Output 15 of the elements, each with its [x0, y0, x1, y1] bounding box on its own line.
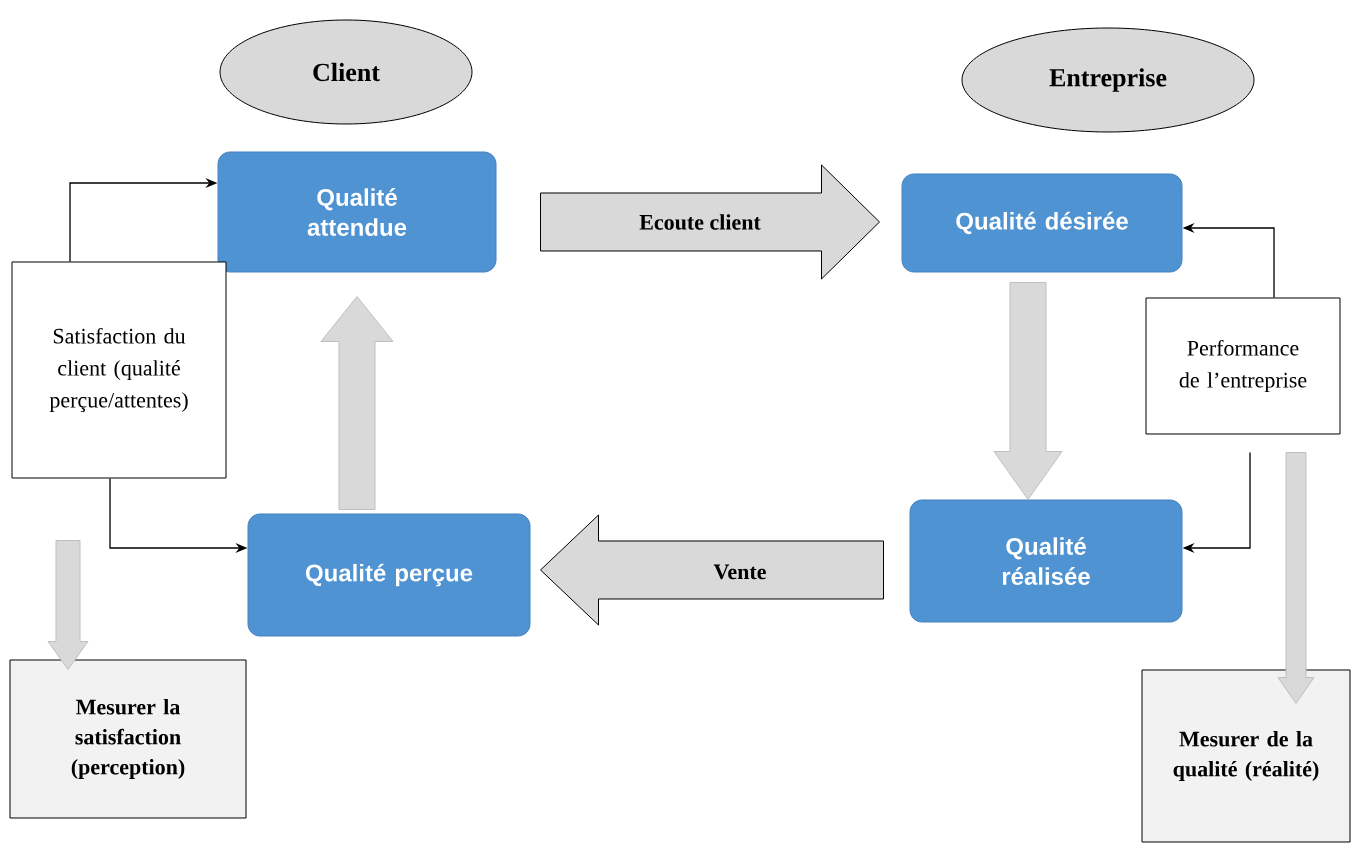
quality-box: Qualité réalisée: [909, 499, 1183, 623]
block-arrow: [540, 514, 884, 626]
block-arrow: [540, 164, 880, 280]
block-arrow: [993, 282, 1063, 500]
edge-label: Ecoute client: [638, 213, 762, 231]
measure-box: Mesurer la satisfaction (perception): [9, 659, 247, 819]
block-arrow: [1277, 452, 1315, 704]
block-arrow: [47, 540, 89, 670]
note-box: Performance de l’entreprise: [1145, 297, 1341, 435]
measure-box: Mesurer de la qualité (réalité): [1141, 669, 1351, 843]
quality-box: Qualité désirée: [901, 173, 1183, 273]
quality-box: Qualité perçue: [247, 513, 531, 637]
note-box: Satisfaction du client (qualité perçue/attentes): [11, 261, 227, 479]
block-arrow: [320, 296, 394, 510]
quality-box: Qualité attendue: [217, 151, 497, 273]
